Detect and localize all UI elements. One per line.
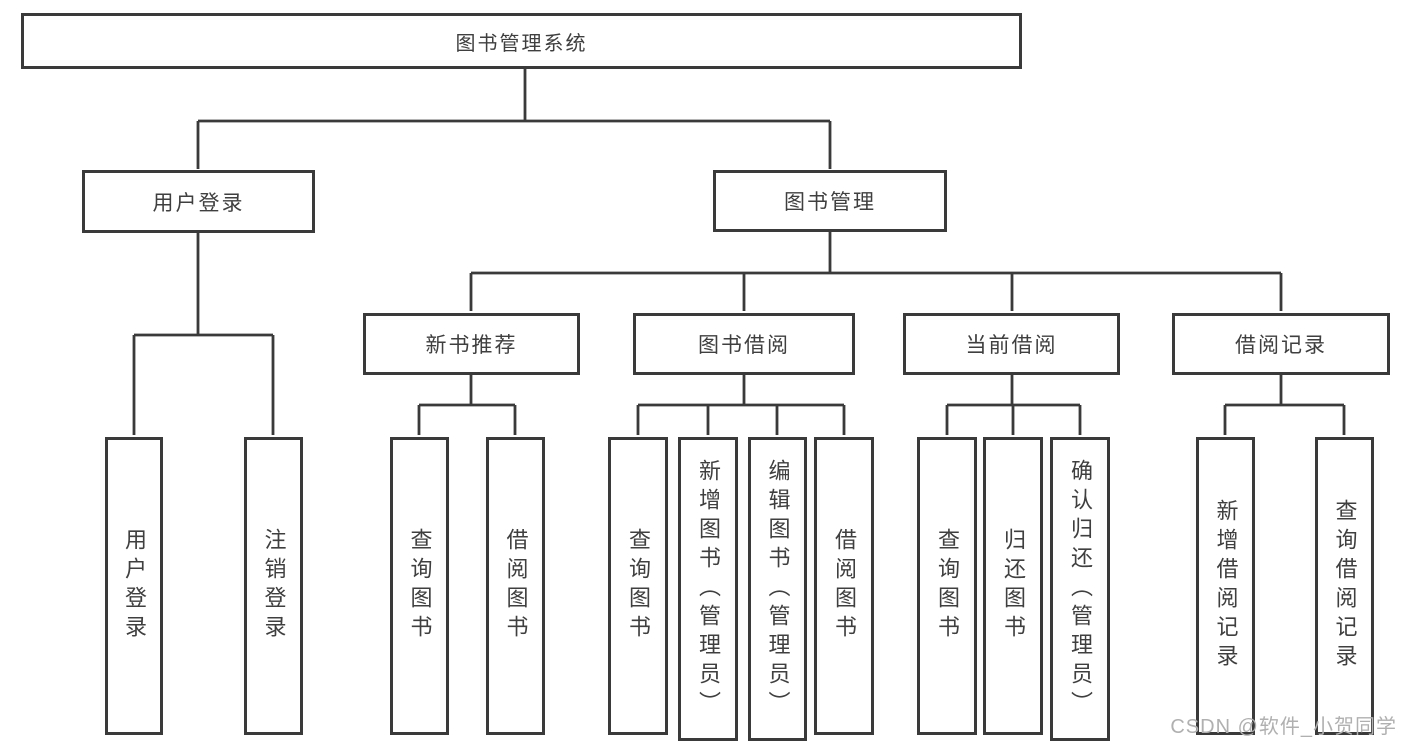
leaf-query-books-borrow: 查询图书 — [608, 437, 668, 735]
leaf-borrow-books: 借阅图书 — [814, 437, 874, 735]
leaf-query-books-current: 查询图书 — [917, 437, 977, 735]
leaf-confirm-return-admin: 确认归还（管理员） — [1050, 437, 1110, 741]
leaf-query-borrow-record: 查询借阅记录 — [1315, 437, 1374, 735]
leaf-edit-books-admin: 编辑图书（管理员） — [748, 437, 807, 741]
node-user-login: 用户登录 — [82, 170, 315, 233]
leaf-add-borrow-record: 新增借阅记录 — [1196, 437, 1255, 735]
leaf-borrow-books-recommend: 借阅图书 — [486, 437, 545, 735]
node-new-book-recommendation: 新书推荐 — [363, 313, 580, 375]
leaf-logout: 注销登录 — [244, 437, 303, 735]
leaf-user-login: 用户登录 — [105, 437, 163, 735]
node-book-management: 图书管理 — [713, 170, 947, 232]
node-current-borrowing: 当前借阅 — [903, 313, 1120, 375]
node-book-borrowing: 图书借阅 — [633, 313, 855, 375]
leaf-add-books-admin: 新增图书（管理员） — [678, 437, 738, 741]
node-borrowing-records: 借阅记录 — [1172, 313, 1390, 375]
leaf-return-books: 归还图书 — [983, 437, 1043, 735]
leaf-query-books-recommend: 查询图书 — [390, 437, 449, 735]
node-library-system: 图书管理系统 — [21, 13, 1022, 69]
csdn-watermark: CSDN @软件_小贺同学 — [1170, 716, 1397, 738]
connector-backbone — [134, 69, 1344, 407]
